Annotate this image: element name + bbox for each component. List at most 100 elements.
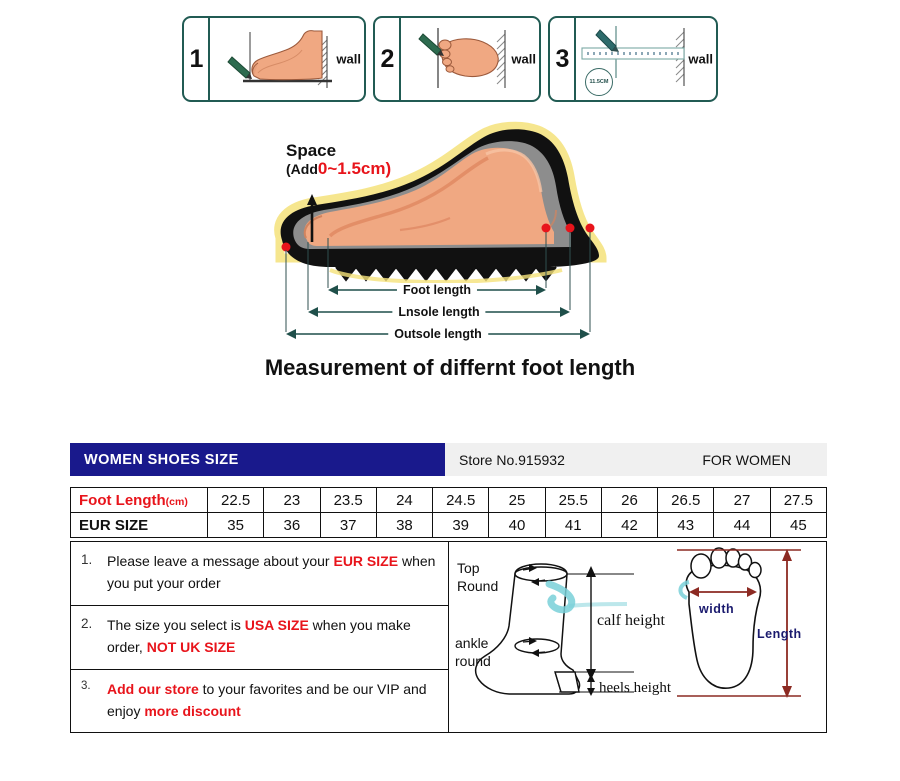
- size-table-section: WOMEN SHOES SIZE Store No.915932 FOR WOM…: [70, 443, 828, 538]
- cell-eur-size: 40: [488, 512, 546, 538]
- store-number: Store No.915932: [459, 451, 565, 468]
- note-segment: when you make order,: [107, 617, 411, 655]
- cell-eur-size: 45: [769, 512, 828, 538]
- note-segment: The size you select is: [107, 617, 245, 633]
- label-heels-height: heels height: [599, 680, 672, 696]
- table-row-foot-length: Foot Length(cm) 22.5 23 23.5 24 24.5 25 …: [70, 487, 828, 513]
- dimension-outsole-length: Outsole length: [286, 326, 590, 342]
- cell-foot-length: 25: [488, 487, 546, 513]
- cell-eur-size: 36: [263, 512, 321, 538]
- cell-eur-size: 42: [600, 512, 659, 538]
- space-label-value: 0~1.5cm): [317, 158, 392, 178]
- reference-dot: [281, 242, 291, 252]
- reference-dot: [585, 223, 595, 233]
- step-number-1: 1: [184, 18, 210, 100]
- cell-foot-length: 25.5: [544, 487, 602, 513]
- note-segment: when you put your order: [107, 553, 436, 591]
- cell-eur-size: 39: [432, 512, 490, 538]
- space-label-prefix: (Add: [286, 160, 318, 177]
- note-segment: Please leave a message about your: [107, 553, 334, 569]
- reference-dot: [541, 223, 551, 233]
- label-calf-height: calf height: [597, 612, 665, 629]
- cell-foot-length: 26.5: [657, 487, 715, 513]
- boot-and-foot-diagram: [474, 547, 801, 698]
- instructions-and-figures: 1. Please leave a message about your EUR…: [70, 541, 827, 733]
- foot-measurement-diagram: Space (Add0~1.5cm) Foot length Lnsole le…: [250, 110, 670, 360]
- note-segment-emphasis: EUR SIZE: [333, 553, 399, 569]
- list-item: 1. Please leave a message about your EUR…: [71, 542, 448, 606]
- cell-eur-size: 35: [206, 512, 265, 538]
- foot-in-shoe-illustration: [274, 121, 607, 332]
- size-table-header: WOMEN SHOES SIZE Store No.915932 FOR WOM…: [70, 443, 827, 476]
- wall-label-3: wall: [688, 51, 713, 67]
- measurement-steps: 1: [182, 16, 718, 102]
- label-foot-length: Length: [757, 627, 802, 641]
- wall-label-1: wall: [336, 51, 361, 67]
- cell-foot-length: 27.5: [769, 487, 828, 513]
- label-ankle-round-line1: ankle: [455, 635, 489, 651]
- table-row-eur-size: EUR SIZE 35 36 37 38 39 40 41 42 43 44 4…: [70, 512, 828, 538]
- size-table-meta: Store No.915932 FOR WOMEN: [445, 443, 827, 476]
- dimension-label-outsole-length: Outsole length: [388, 327, 488, 341]
- measurement-figures: Top Round ankle round calf height heels …: [449, 542, 826, 732]
- cell-foot-length: 23: [263, 487, 321, 513]
- dimension-label-foot-length: Foot length: [396, 283, 478, 297]
- cell-foot-length: 22.5: [206, 487, 265, 513]
- dimension-label-insole-length: Lnsole length: [392, 305, 486, 319]
- ruler-icon: [581, 26, 685, 86]
- cell-foot-length: 24: [375, 487, 434, 513]
- audience-label: FOR WOMEN: [702, 451, 791, 468]
- list-item-number: 1.: [81, 552, 93, 567]
- note-segment-emphasis: USA SIZE: [244, 617, 309, 633]
- list-item-text: Add our store to your favorites and be o…: [107, 679, 440, 726]
- label-foot-width: width: [699, 602, 735, 616]
- cell-foot-length: 23.5: [319, 487, 377, 513]
- cell-foot-length: 27: [713, 487, 771, 513]
- space-label: Space (Add0~1.5cm): [286, 142, 391, 178]
- row-header-foot-length: Foot Length(cm): [70, 487, 208, 513]
- dimension-insole-length: Lnsole length: [308, 304, 570, 320]
- step-body-1: wall: [210, 18, 364, 100]
- foot-sole-view-icon: [418, 28, 506, 88]
- list-item-text: The size you select is USA SIZE when you…: [107, 615, 440, 661]
- step-panel-1: 1: [182, 16, 366, 102]
- note-segment: to your favorites and be our VIP and enj…: [107, 681, 427, 719]
- shoe-size-table: Foot Length(cm) 22.5 23 23.5 24 24.5 25 …: [70, 487, 828, 538]
- list-item-number: 3.: [81, 680, 91, 692]
- label-top-round: Top Round: [457, 560, 498, 595]
- step-body-3: 11.5CM wall: [576, 18, 716, 100]
- row-header-text: Foot Length: [79, 491, 166, 509]
- label-ankle-round-line2: round: [455, 652, 491, 669]
- cell-eur-size: 38: [375, 512, 434, 538]
- dimension-foot-length: Foot length: [328, 282, 546, 298]
- cell-eur-size: 44: [713, 512, 771, 538]
- label-top-round-line1: Top: [457, 560, 480, 576]
- reference-dot: [565, 223, 575, 233]
- order-instructions-list: 1. Please leave a message about your EUR…: [71, 542, 449, 732]
- size-table-title: WOMEN SHOES SIZE: [70, 443, 445, 476]
- note-segment-emphasis: more discount: [144, 702, 241, 719]
- step-number-3: 3: [550, 18, 576, 100]
- diagram-caption: Measurement of differnt foot length: [264, 355, 636, 380]
- space-label-line1: Space: [286, 141, 337, 160]
- list-item-text: Please leave a message about your EUR SI…: [107, 551, 440, 597]
- list-item: 2. The size you select is USA SIZE when …: [71, 606, 448, 670]
- cell-eur-size: 43: [657, 512, 715, 538]
- foot-side-view-icon: [227, 30, 332, 88]
- row-header-eur-size: EUR SIZE: [70, 512, 208, 538]
- cell-eur-size: 37: [319, 512, 377, 538]
- measure-value-label: 11.5CM: [585, 68, 613, 96]
- cell-foot-length: 26: [600, 487, 659, 513]
- label-top-round-line2: Round: [457, 577, 499, 594]
- row-header-unit: (cm): [165, 495, 188, 508]
- label-ankle-round: ankle round: [455, 635, 491, 670]
- note-segment-emphasis: NOT UK SIZE: [146, 638, 236, 655]
- wall-label-2: wall: [511, 51, 536, 67]
- step-number-2: 2: [375, 18, 401, 100]
- note-segment-emphasis: Add our store: [107, 681, 199, 697]
- step-panel-3: 3: [548, 16, 718, 102]
- step-panel-2: 2: [373, 16, 541, 102]
- list-item-number: 2.: [81, 616, 93, 631]
- cell-eur-size: 41: [544, 512, 602, 538]
